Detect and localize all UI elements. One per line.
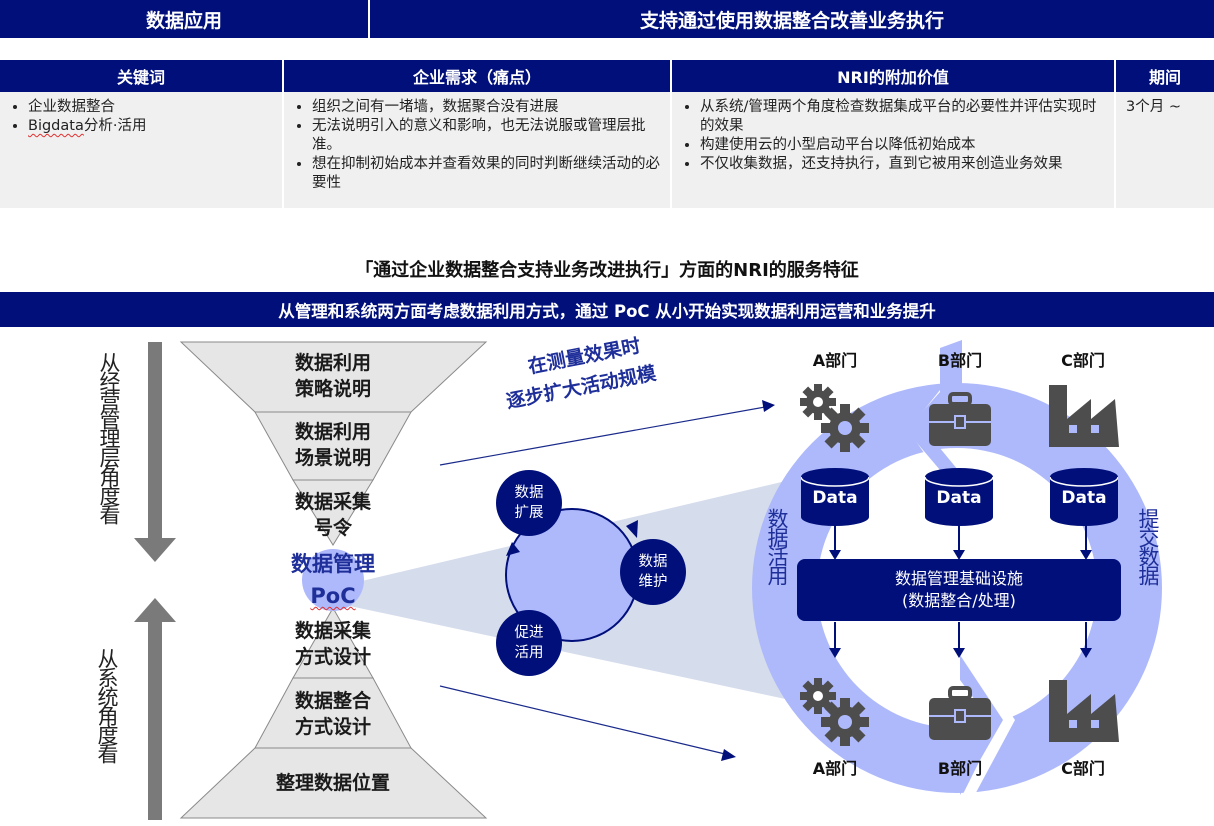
- cycle-arrow-1: [626, 520, 638, 538]
- funnel-level-collection-order: 数据采集 号令: [294, 491, 371, 539]
- expansion-arrow-top: [439, 400, 775, 466]
- column-header-needs: 企业需求（痛点）: [283, 60, 672, 92]
- cycle-node-maintain: 数据 维护: [620, 539, 686, 605]
- keyword-item: 企业数据整合: [28, 98, 276, 117]
- data-management-infrastructure: 数据管理基础设施 (数据整合/处理): [797, 559, 1121, 621]
- keywords-cell: 企业数据整合 Bigdata分析·活用: [0, 92, 284, 208]
- factory-icon: [1049, 385, 1119, 447]
- band-text: 从管理和系统两方面考虑数据利用方式，通过 PoC 从小开始实现数据利用运营和业务…: [278, 301, 936, 321]
- page-title: 支持通过使用数据整合改善业务执行: [639, 9, 944, 32]
- database-icon: [800, 468, 870, 526]
- column-header-value: NRI的附加价值: [671, 60, 1116, 92]
- dept-label-c-top: C部门: [1061, 351, 1105, 370]
- need-item: 组织之间有一堵墙，数据聚合没有进展: [312, 98, 664, 117]
- summary-table: 关键词 企业需求（痛点） NRI的附加价值 期间 企业数据整合 Bigdata分…: [0, 60, 1214, 208]
- briefcase-icon: [929, 392, 991, 446]
- dept-label-b-bottom: B部门: [937, 759, 983, 778]
- keyword-item: Bigdata分析·活用: [28, 117, 276, 136]
- infra-title: 数据管理基础设施: [894, 569, 1023, 588]
- top-header-bar: 数据应用 支持通过使用数据整合改善业务执行: [0, 0, 1214, 38]
- poc-label: PoC: [310, 584, 356, 608]
- data-label: Data: [812, 488, 858, 508]
- flow-arrows: [829, 522, 1092, 658]
- spellcheck-word: Bigdata: [28, 118, 84, 134]
- column-header-period: 期间: [1115, 60, 1214, 92]
- data-cylinder-a: Data: [800, 468, 870, 526]
- up-arrow: [134, 598, 176, 820]
- data-utilization-label: 数据活用: [765, 508, 789, 584]
- gears-icon: [800, 678, 869, 746]
- infra-subtitle: (数据整合/处理): [902, 591, 1016, 610]
- gears-icon: [800, 384, 869, 452]
- period-cell: 3个月 ~: [1115, 92, 1214, 208]
- value-cell: 从系统/管理两个角度检查数据集成平台的必要性并评估实现时的效果 构建使用云的小型…: [671, 92, 1116, 208]
- column-header-keywords: 关键词: [0, 60, 284, 92]
- value-item: 从系统/管理两个角度检查数据集成平台的必要性并评估实现时的效果: [700, 98, 1108, 136]
- data-label: Data: [1061, 488, 1107, 508]
- pyramid-bottom: [179, 606, 488, 819]
- briefcase-icon: [929, 686, 991, 740]
- value-item: 不仅收集数据，还支持执行，直到它被用来创造业务效果: [700, 155, 1108, 174]
- need-item: 无法说明引入的意义和影响，也无法说服或管理层批准。: [312, 117, 664, 155]
- funnel-level-scenario: 数据利用 场景说明: [294, 421, 371, 469]
- pyramid-level-integration-design: 数据整合 方式设计: [294, 690, 371, 738]
- ring-notch-bottom: [960, 660, 1015, 800]
- data-management-label: 数据管理: [291, 552, 375, 576]
- section-band: 从管理和系统两方面考虑数据利用方式，通过 PoC 从小开始实现数据利用运营和业务…: [0, 292, 1214, 327]
- funnel-top: [179, 341, 488, 546]
- pyramid-level-data-location: 整理数据位置: [275, 772, 390, 794]
- pyramid-level-collection-design: 数据采集 方式设计: [294, 620, 371, 668]
- management-perspective-label: 从经营管理层角度看: [97, 352, 121, 523]
- factory-icon: [1049, 680, 1119, 742]
- down-arrow: [134, 342, 176, 562]
- system-perspective-label: 从系统角度看: [95, 648, 119, 762]
- data-cylinder-c: Data: [1049, 468, 1119, 526]
- data-cylinder-b: Data: [924, 468, 994, 526]
- submit-data-label: 提交数据: [1136, 508, 1160, 584]
- section-subtitle: 「通过企业数据整合支持业务改进执行」方面的NRI的服务特征: [355, 260, 859, 281]
- table-row: 企业数据整合 Bigdata分析·活用 组织之间有一堵墙，数据聚合没有进展 无法…: [0, 92, 1214, 208]
- dept-label-c-bottom: C部门: [1061, 759, 1105, 778]
- database-icon: [1049, 468, 1119, 526]
- funnel-level-strategy: 数据利用 策略说明: [294, 352, 371, 400]
- table-header-row: 关键词 企业需求（痛点） NRI的附加价值 期间: [0, 60, 1214, 92]
- database-icon: [924, 468, 994, 526]
- dept-label-a-top: A部门: [812, 351, 858, 370]
- need-item: 想在抑制初始成本并查看效果的同时判断继续活动的必要性: [312, 155, 664, 193]
- dept-label-b-top: B部门: [937, 351, 983, 370]
- cycle-node-expand: 数据 扩展: [496, 470, 562, 536]
- category-title: 数据应用: [0, 0, 370, 38]
- data-label: Data: [936, 488, 982, 508]
- expansion-arrow-bottom: [439, 685, 736, 761]
- cycle-node-promote: 促进 活用: [496, 610, 562, 676]
- dept-label-a-bottom: A部门: [812, 759, 858, 778]
- needs-cell: 组织之间有一堵墙，数据聚合没有进展 无法说明引入的意义和影响，也无法说服或管理层…: [283, 92, 672, 208]
- cycle-arrow-3: [506, 542, 520, 556]
- poc-circle: [302, 549, 364, 611]
- value-item: 构建使用云的小型启动平台以降低初始成本: [700, 136, 1108, 155]
